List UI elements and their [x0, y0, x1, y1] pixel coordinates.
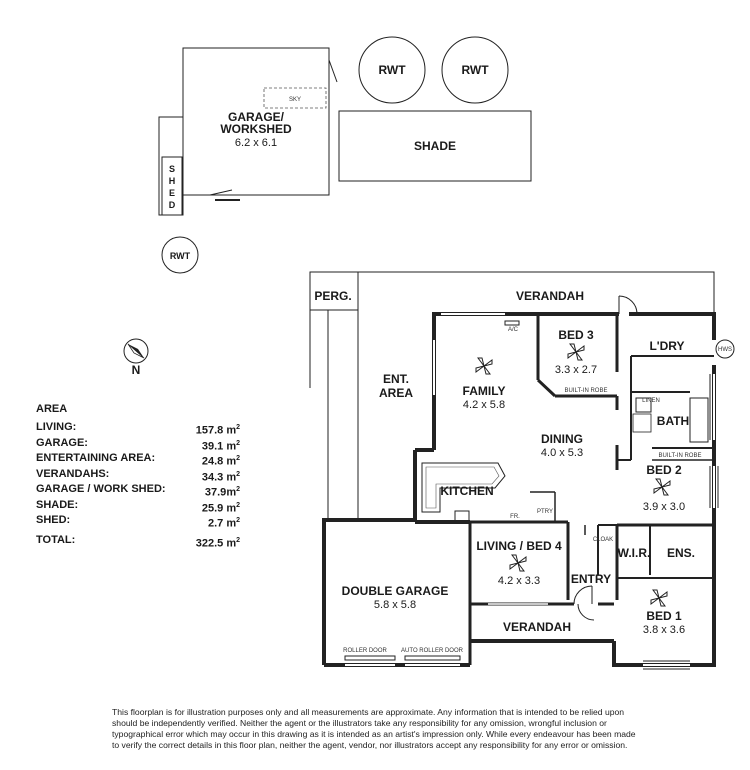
garage-workshed-label-1: GARAGE/: [228, 110, 285, 124]
shade-structure: SHADE: [338, 110, 532, 182]
fan-bed3: [567, 343, 585, 361]
fridge-label: FR.: [510, 514, 520, 520]
family-label: FAMILY: [463, 384, 506, 398]
area-row-value: 37.9m2: [204, 486, 240, 499]
living-bed4-size: 4.2 x 3.3: [498, 575, 540, 587]
area-row-verandahs: VERANDAHS: 34.3 m2: [36, 467, 240, 484]
bed2-size: 3.9 x 3.0: [643, 501, 685, 513]
shed-letter-h: H: [169, 176, 176, 186]
pantry-label: PTRY: [537, 509, 553, 515]
living-bed4-label: LIVING / BED 4: [476, 539, 562, 553]
area-row-value: 39.1 m2: [201, 439, 240, 453]
area-row-entertaining: ENTERTAINING AREA: 24.8 m2: [36, 451, 240, 468]
bed3-robe-label: BUILT-IN ROBE: [565, 388, 608, 394]
shed: S H E D: [158, 116, 184, 216]
disclaimer: This floorplan is for illustration purpo…: [112, 707, 636, 750]
area-row-label: SHED:: [36, 514, 71, 526]
area-row-value: 24.8 m2: [201, 455, 240, 468]
area-total-label: TOTAL:: [36, 533, 76, 546]
bath-robe-label: BUILT-IN ROBE: [659, 453, 702, 459]
area-row-total: TOTAL: 322.5 m2: [36, 533, 240, 550]
kitchen-label: KITCHEN: [440, 484, 493, 498]
area-row-living: LIVING: 157.8 m2: [36, 420, 240, 437]
bed1-size: 3.8 x 3.6: [643, 624, 685, 636]
fan-family: [475, 357, 493, 375]
bed1-label: BED 1: [646, 609, 682, 623]
garage-workshed-size: 6.2 x 6.1: [235, 137, 277, 149]
rainwater-tanks: RWT RWT RWT: [161, 36, 509, 274]
area-row-value: 25.9 m2: [201, 501, 240, 515]
shade-label: SHADE: [414, 139, 456, 153]
perg-label: PERG.: [314, 289, 351, 303]
auto-roller-door-label: AUTO ROLLER DOOR: [401, 648, 464, 654]
dining-size: 4.0 x 5.3: [541, 447, 583, 459]
cloak-label: CLOAK: [593, 537, 613, 543]
linen-label: LINEN: [642, 398, 660, 404]
area-row-shed: SHED: 2.7 m2: [36, 513, 240, 530]
garage-workshed: SKY GARAGE/ WORKSHED 6.2 x 6.1: [182, 47, 338, 201]
sky-label: SKY: [289, 97, 301, 103]
roller-door-label: ROLLER DOOR: [343, 648, 387, 654]
area-row-value: 157.8 m2: [195, 424, 240, 437]
area-row-label: GARAGE:: [36, 436, 88, 449]
double-garage-size: 5.8 x 5.8: [374, 599, 416, 611]
compass: N: [123, 338, 149, 377]
area-row-label: SHADE:: [36, 498, 79, 511]
rwt-label-3: RWT: [170, 251, 191, 261]
entry-label: ENTRY: [571, 572, 611, 586]
hws-label: HWS: [718, 347, 732, 353]
bath-label: BATH: [657, 414, 689, 428]
area-row-value: 34.3 m2: [201, 470, 240, 484]
area-row-label: GARAGE / WORK SHED:: [36, 483, 166, 495]
rwt-label-2: RWT: [461, 63, 489, 77]
area-row-garage-workshed: GARAGE / WORK SHED: 37.9m2: [36, 482, 240, 499]
area-row-value: 2.7 m2: [207, 517, 240, 530]
area-row-label: LIVING:: [36, 421, 77, 433]
bed2-label: BED 2: [646, 463, 682, 477]
ent-area-label-1: ENT.: [383, 372, 409, 386]
area-row-label: VERANDAHS:: [36, 467, 110, 480]
double-garage-label: DOUBLE GARAGE: [342, 584, 449, 598]
area-row-garage: GARAGE: 39.1 m2: [36, 436, 240, 453]
verandah-bottom-label: VERANDAH: [503, 620, 571, 634]
shed-letter-e: E: [169, 188, 175, 198]
verandah-top-label: VERANDAH: [516, 289, 584, 303]
fan-living: [509, 554, 527, 572]
fan-bed1: [650, 589, 668, 607]
fan-bed2: [653, 478, 671, 496]
garage-workshed-label-2: WORKSHED: [220, 122, 292, 136]
north-label: N: [132, 363, 141, 377]
ent-area-label-2: AREA: [379, 386, 413, 400]
family-size: 4.2 x 5.8: [463, 399, 505, 411]
area-row-label: ENTERTAINING AREA:: [36, 452, 156, 464]
dining-label: DINING: [541, 432, 583, 446]
laundry-label: L'DRY: [649, 339, 684, 353]
rwt-label-1: RWT: [378, 63, 406, 77]
area-summary: AREA LIVING: 157.8 m2 GARAGE: 39.1 m2 EN…: [36, 403, 240, 550]
bed3-size: 3.3 x 2.7: [555, 364, 597, 376]
ensuite-label: ENS.: [667, 546, 695, 560]
area-title: AREA: [36, 403, 68, 415]
ac-label: A/C: [508, 327, 519, 333]
house-outline: [309, 271, 735, 670]
wir-label: W.I.R.: [618, 546, 651, 560]
shed-letter-s: S: [169, 164, 175, 174]
shed-letter-d: D: [169, 200, 176, 210]
bed3-label: BED 3: [558, 328, 594, 342]
area-row-shade: SHADE: 25.9 m2: [36, 498, 240, 515]
area-total-value: 322.5 m2: [195, 536, 240, 550]
